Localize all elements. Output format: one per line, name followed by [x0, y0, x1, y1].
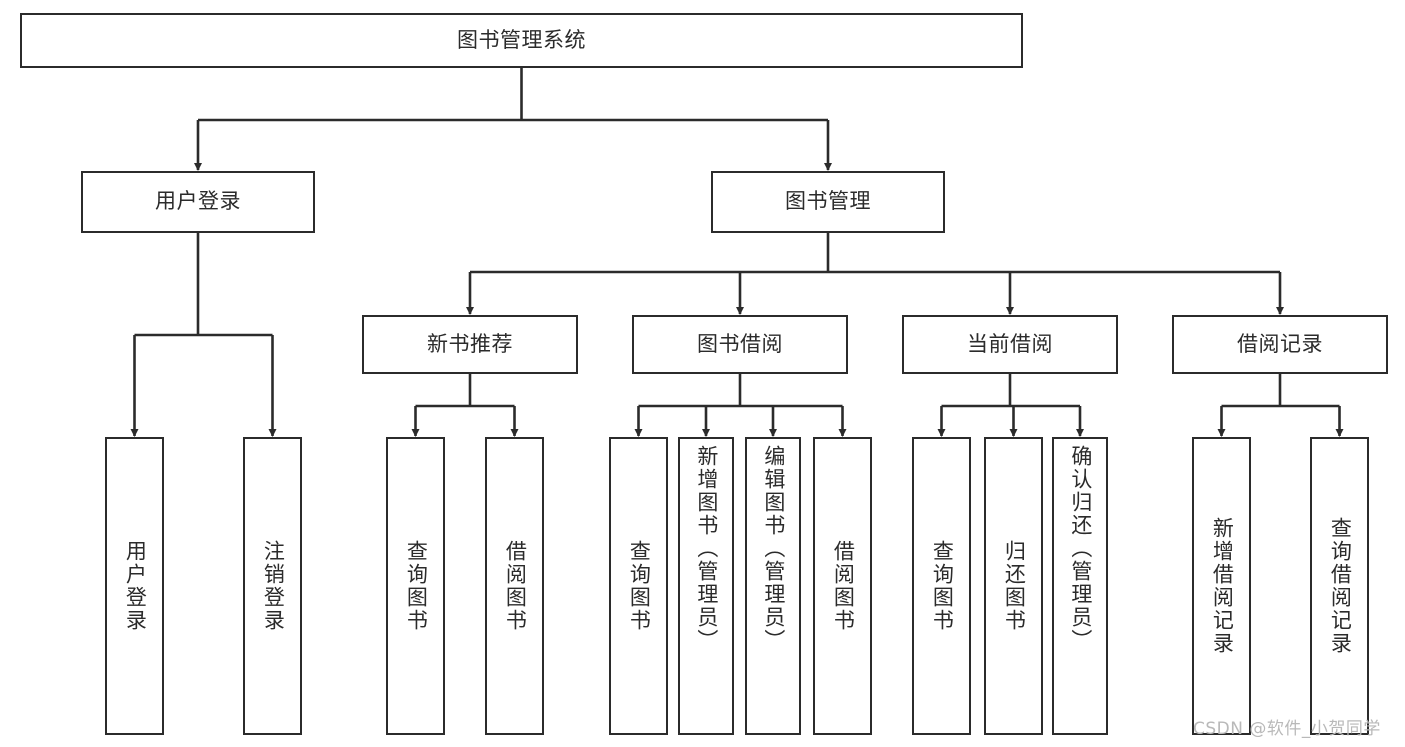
leaf-edit-book-admin-label: 编辑图书（管理员） — [761, 445, 786, 652]
node-current-borrow[interactable]: 当前借阅 — [902, 315, 1118, 374]
leaf-add-book-admin-label: 新增图书（管理员） — [694, 445, 719, 652]
leaf-return-book[interactable]: 归还图书 — [984, 437, 1043, 735]
node-new-book-recommend[interactable]: 新书推荐 — [362, 315, 578, 374]
leaf-edit-book-admin[interactable]: 编辑图书（管理员） — [745, 437, 801, 735]
node-user-login[interactable]: 用户登录 — [81, 171, 315, 233]
leaf-query-book-1-label: 查询图书 — [404, 540, 429, 632]
node-book-management-label: 图书管理 — [785, 189, 871, 214]
node-current-borrow-label: 当前借阅 — [967, 331, 1053, 356]
node-borrow-record[interactable]: 借阅记录 — [1172, 315, 1388, 374]
node-root-label: 图书管理系统 — [457, 27, 586, 52]
leaf-borrow-book-2-label: 借阅图书 — [831, 540, 856, 632]
leaf-borrow-book-2[interactable]: 借阅图书 — [813, 437, 872, 735]
leaf-query-book-2[interactable]: 查询图书 — [609, 437, 668, 735]
leaf-confirm-return-admin-label: 确认归还（管理员） — [1068, 445, 1093, 652]
leaf-user-login[interactable]: 用户登录 — [105, 437, 164, 735]
leaf-add-book-admin[interactable]: 新增图书（管理员） — [678, 437, 734, 735]
leaf-query-book-1[interactable]: 查询图书 — [386, 437, 445, 735]
node-borrow-record-label: 借阅记录 — [1237, 331, 1323, 356]
leaf-query-borrow-record-label: 查询借阅记录 — [1328, 517, 1353, 655]
node-user-login-label: 用户登录 — [155, 189, 241, 214]
node-new-book-recommend-label: 新书推荐 — [427, 331, 513, 356]
leaf-borrow-book-1[interactable]: 借阅图书 — [485, 437, 544, 735]
leaf-logout[interactable]: 注销登录 — [243, 437, 302, 735]
node-book-borrow-label: 图书借阅 — [697, 331, 783, 356]
leaf-add-borrow-record-label: 新增借阅记录 — [1210, 517, 1235, 655]
leaf-return-book-label: 归还图书 — [1002, 540, 1027, 632]
node-book-management[interactable]: 图书管理 — [711, 171, 945, 233]
leaf-query-borrow-record[interactable]: 查询借阅记录 — [1310, 437, 1369, 735]
leaf-query-book-3[interactable]: 查询图书 — [912, 437, 971, 735]
leaf-user-login-label: 用户登录 — [123, 540, 148, 632]
node-root[interactable]: 图书管理系统 — [20, 13, 1023, 68]
node-book-borrow[interactable]: 图书借阅 — [632, 315, 848, 374]
leaf-logout-label: 注销登录 — [261, 540, 286, 632]
leaf-add-borrow-record[interactable]: 新增借阅记录 — [1192, 437, 1251, 735]
leaf-confirm-return-admin[interactable]: 确认归还（管理员） — [1052, 437, 1108, 735]
leaf-query-book-2-label: 查询图书 — [627, 540, 652, 632]
leaf-query-book-3-label: 查询图书 — [930, 540, 955, 632]
leaf-borrow-book-1-label: 借阅图书 — [503, 540, 528, 632]
